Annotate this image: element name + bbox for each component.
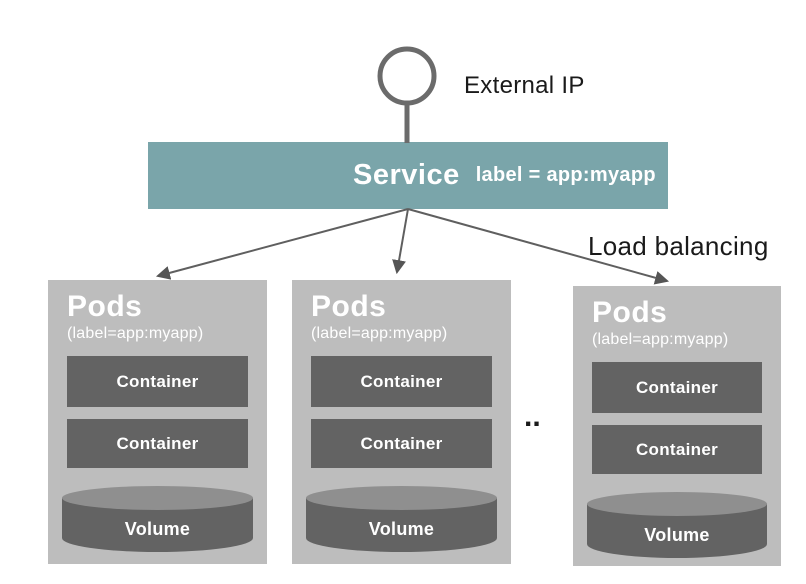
service-bar: Service label = app:myapp — [148, 142, 668, 209]
volume-label: Volume — [124, 518, 191, 539]
container-box: Container — [311, 419, 492, 468]
volume-top-ellipse — [306, 486, 497, 510]
pod-selector-label: (label=app:myapp) — [311, 325, 448, 342]
container-box: Container — [592, 362, 762, 413]
volume-top-ellipse — [587, 492, 767, 516]
pod-selector-label: (label=app:myapp) — [592, 331, 729, 348]
container-box: Container — [311, 356, 492, 407]
arrow-service-to-pod1 — [155, 208, 409, 280]
pod-3: Pods (label=app:myapp) Container Contain… — [573, 286, 781, 566]
volume-cylinder: Volume — [306, 486, 497, 552]
external-ip-label: External IP — [464, 72, 585, 99]
container-box: Container — [67, 356, 248, 407]
container-box: Container — [592, 425, 762, 474]
container-box: Container — [67, 419, 248, 468]
pod-2: Pods (label=app:myapp) Container Contain… — [292, 280, 511, 564]
arrow-service-to-pod2 — [392, 208, 409, 275]
volume-label: Volume — [368, 518, 435, 539]
volume-cylinder: Volume — [62, 486, 253, 552]
service-title: Service — [353, 159, 460, 191]
pod-title: Pods — [592, 296, 668, 329]
pod-title: Pods — [67, 290, 143, 323]
load-balancing-label: Load balancing — [588, 231, 769, 261]
volume-label: Volume — [644, 524, 710, 545]
volume-cylinder: Volume — [587, 492, 767, 558]
service-selector-label: label = app:myapp — [475, 164, 656, 186]
volume-top-ellipse — [62, 486, 253, 510]
pod-title: Pods — [311, 290, 387, 323]
pod-selector-label: (label=app:myapp) — [67, 325, 204, 342]
more-pods-ellipsis: .. — [524, 400, 541, 433]
external-ip-node-icon — [377, 46, 437, 106]
pod-1: Pods (label=app:myapp) Container Contain… — [48, 280, 267, 564]
